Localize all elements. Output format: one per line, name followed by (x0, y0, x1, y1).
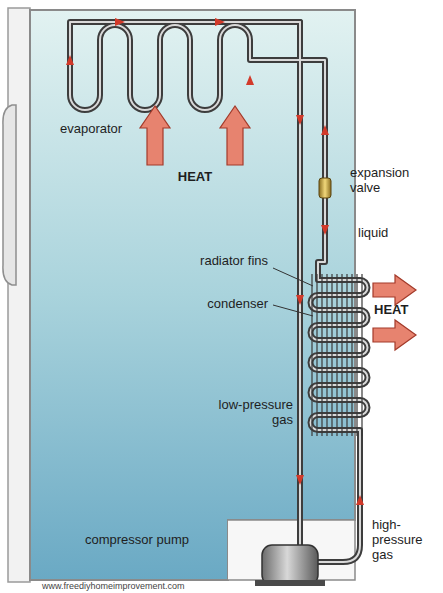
state-label: liquid (358, 226, 418, 241)
compressor-base (255, 580, 325, 586)
flow-arrow (66, 55, 74, 65)
part-label: compressor pump (85, 533, 205, 548)
fin (346, 274, 347, 436)
flow-arrow (321, 125, 329, 135)
flow-arrow (215, 18, 225, 26)
fin (316, 274, 317, 436)
fin (341, 274, 342, 436)
flow-arrow (296, 475, 304, 485)
flow-arrows (66, 18, 364, 505)
flow-arrow (296, 115, 304, 125)
compressor (262, 545, 318, 585)
watermark: www.freediyhomeimprovement.com (40, 581, 187, 591)
leader-lines (273, 268, 313, 316)
part-label: radiator fins (188, 254, 268, 269)
tubing (70, 22, 368, 562)
fin (336, 274, 337, 436)
door-edge (8, 8, 30, 582)
heat-label: HEAT (160, 170, 230, 185)
expansion-valve (319, 178, 331, 198)
cabinet (30, 10, 355, 580)
flow-arrow (321, 225, 329, 235)
part-label: condenser (168, 297, 268, 312)
fin (311, 274, 312, 436)
fin (326, 274, 327, 436)
fin (321, 274, 322, 436)
flow-arrow (246, 75, 254, 85)
state-label: high-pressure gas (372, 518, 438, 563)
flow-arrow (356, 495, 364, 505)
heat-label: HEAT (374, 303, 434, 318)
fin (351, 274, 352, 436)
door-handle (3, 105, 16, 285)
flow-arrow (115, 18, 125, 26)
fin (361, 274, 362, 436)
radiator-fins (312, 274, 362, 436)
flow-arrow (296, 295, 304, 305)
part-label: expansion valve (350, 166, 438, 196)
fin (356, 274, 357, 436)
part-label: evaporator (60, 122, 160, 137)
fin (331, 274, 332, 436)
state-label: low-pressure gas (205, 398, 293, 428)
